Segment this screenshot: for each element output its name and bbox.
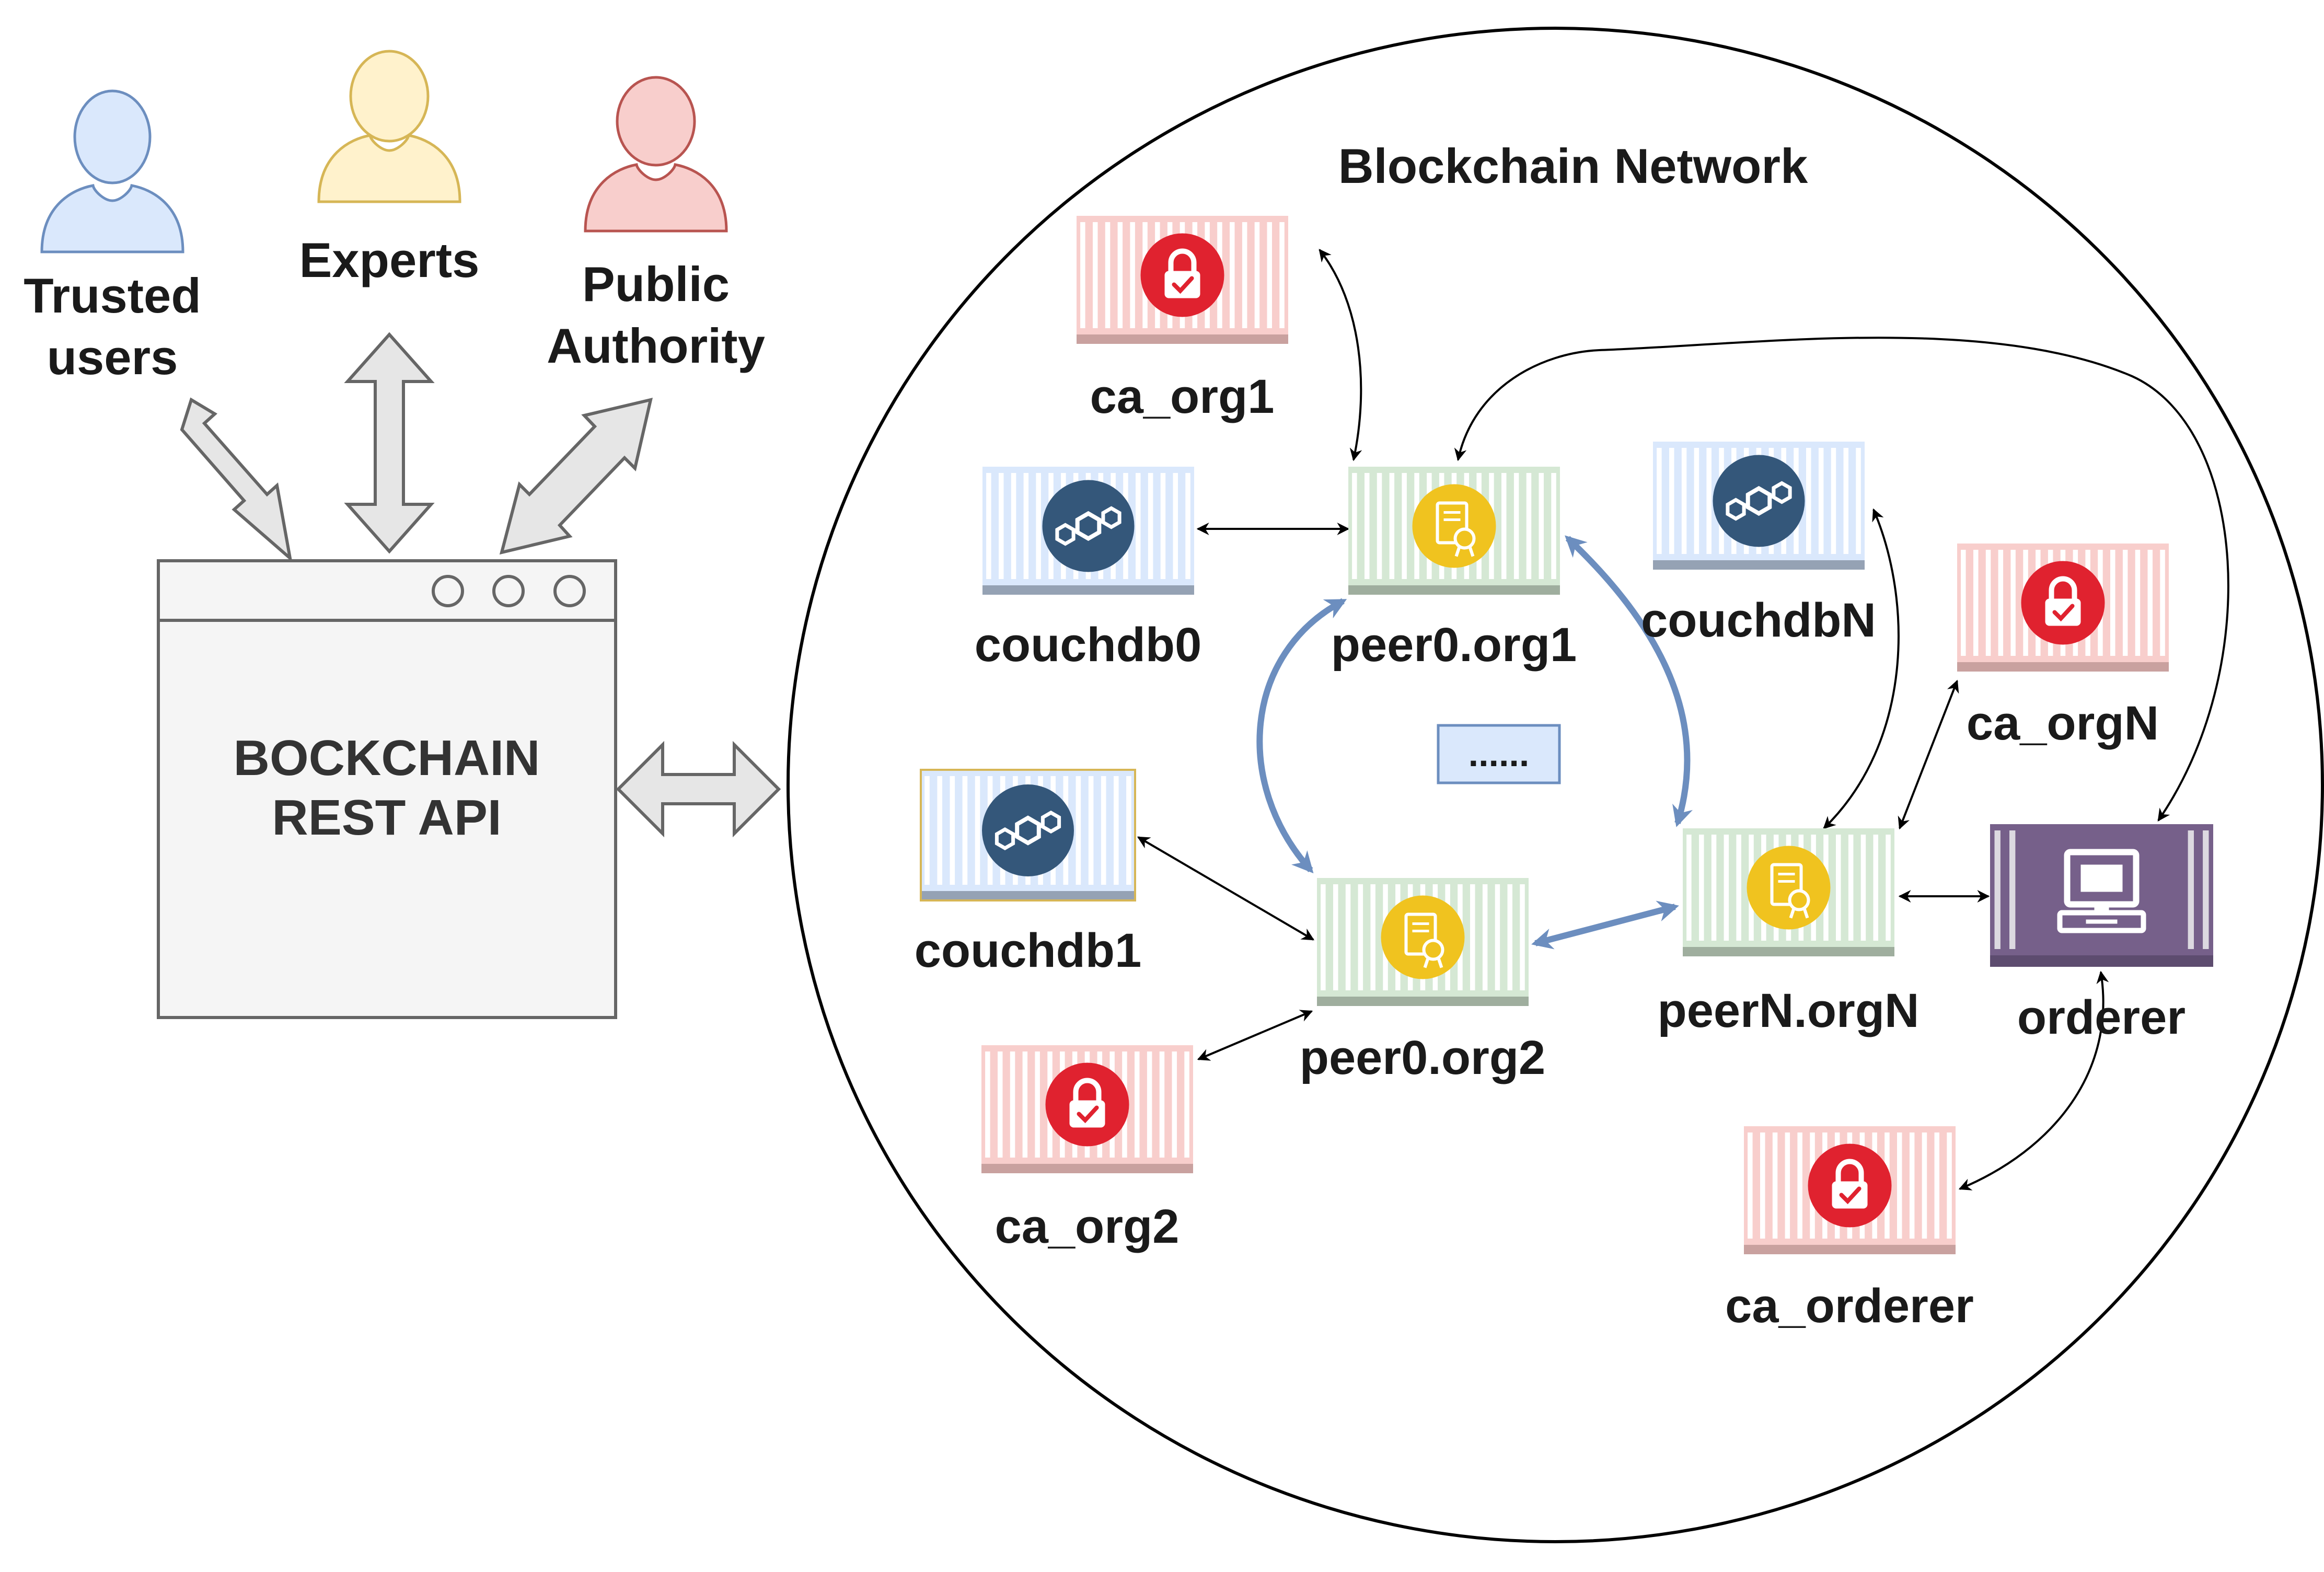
network-title: Blockchain Network [1338, 138, 1808, 193]
link-peer0-org1-peer0-org2 [1256, 598, 1347, 874]
node-couchdbN: couchdbN [1641, 442, 1876, 647]
certificate-icon [1747, 846, 1831, 930]
node-peer0-org1: peer0.org1 [1331, 467, 1577, 672]
node-label: ca_org2 [995, 1200, 1180, 1253]
link-orderer-ca-orderer [1958, 970, 2109, 1190]
link-peer0-org2-peerN-orgN [1531, 900, 1679, 950]
link-ca-org2-peer0-org2 [1197, 1010, 1313, 1061]
api-title-line2: REST API [272, 790, 501, 846]
cubes-icon [1713, 455, 1805, 547]
user-icon [584, 76, 728, 233]
actor-experts: Experts [299, 50, 480, 287]
window-control-icon [492, 575, 525, 607]
node-label: peerN.orgN [1658, 984, 1920, 1037]
link-ca-orgN-peerN-orgN [1898, 679, 1959, 830]
peer-links [1256, 535, 1693, 950]
ellipsis-text: ...... [1469, 733, 1530, 774]
link-peer0-org1-peerN-orgN [1565, 535, 1693, 827]
node-label: orderer [2017, 991, 2186, 1044]
node-ca-orderer: ca_orderer [1725, 1126, 1974, 1333]
node-label: couchdbN [1641, 594, 1876, 647]
actor-api-arrows [180, 332, 653, 562]
node-label: couchdb0 [975, 618, 1201, 672]
node-peerN-orgN: peerN.orgN [1658, 828, 1920, 1037]
actor-trusted-users: Trusted users [24, 89, 201, 385]
nodes-layer: ca_org1 couchdb0 peer0.org1 couchdbN ca_orgN… [915, 216, 2213, 1333]
block-double-arrow [344, 332, 435, 554]
cubes-icon [1042, 480, 1135, 572]
node-ca-org2: ca_org2 [981, 1045, 1193, 1253]
certificate-icon [1412, 484, 1496, 568]
node-couchdb0: couchdb0 [975, 467, 1201, 672]
actor-public-authority: Public Authority [547, 76, 765, 373]
api-title-line1: BOCKCHAIN [234, 730, 540, 786]
link-couchdb1-peer0-org2 [1137, 836, 1315, 941]
network-boundary [787, 27, 2324, 1543]
window-control-icon [432, 575, 464, 607]
block-double-arrow [499, 397, 653, 555]
actor-label-line1: Public [582, 257, 730, 311]
node-label: ca_orgN [1967, 697, 2159, 750]
rest-api-window: BOCKCHAIN REST API [157, 559, 617, 1019]
node-orderer: orderer [1990, 824, 2213, 1044]
node-couchdb1: couchdb1 [915, 769, 1141, 977]
node-label: peer0.org2 [1300, 1031, 1545, 1084]
actor-label-line2: Authority [547, 318, 765, 373]
link-orderer-peer0-org1 [1454, 337, 2229, 822]
user-icon [317, 50, 461, 203]
actor-label-line1: Trusted [24, 268, 201, 323]
node-label: couchdb1 [915, 924, 1141, 977]
more-orgs-placeholder: ...... [1437, 724, 1561, 784]
certificate-icon [1381, 895, 1465, 979]
node-peer0-org2: peer0.org2 [1300, 878, 1545, 1084]
monitor-icon [2057, 849, 2146, 933]
node-ca-org1: ca_org1 [1077, 216, 1288, 423]
api-network-arrow [616, 741, 781, 838]
link-ca-org1-peer0-org1 [1319, 249, 1362, 461]
cubes-icon [982, 784, 1074, 876]
container-body [1990, 824, 2213, 967]
window-control-icon [553, 575, 586, 607]
user-icon [40, 89, 184, 253]
actor-label: Experts [299, 233, 480, 287]
node-connectors [1137, 249, 2229, 1190]
node-label: ca_org1 [1090, 370, 1275, 423]
actor-label-line2: users [47, 330, 178, 385]
node-label: peer0.org1 [1331, 618, 1577, 672]
node-label: ca_orderer [1725, 1279, 1974, 1333]
block-double-arrow [180, 397, 293, 562]
node-ca-orgN: ca_orgN [1957, 544, 2169, 750]
